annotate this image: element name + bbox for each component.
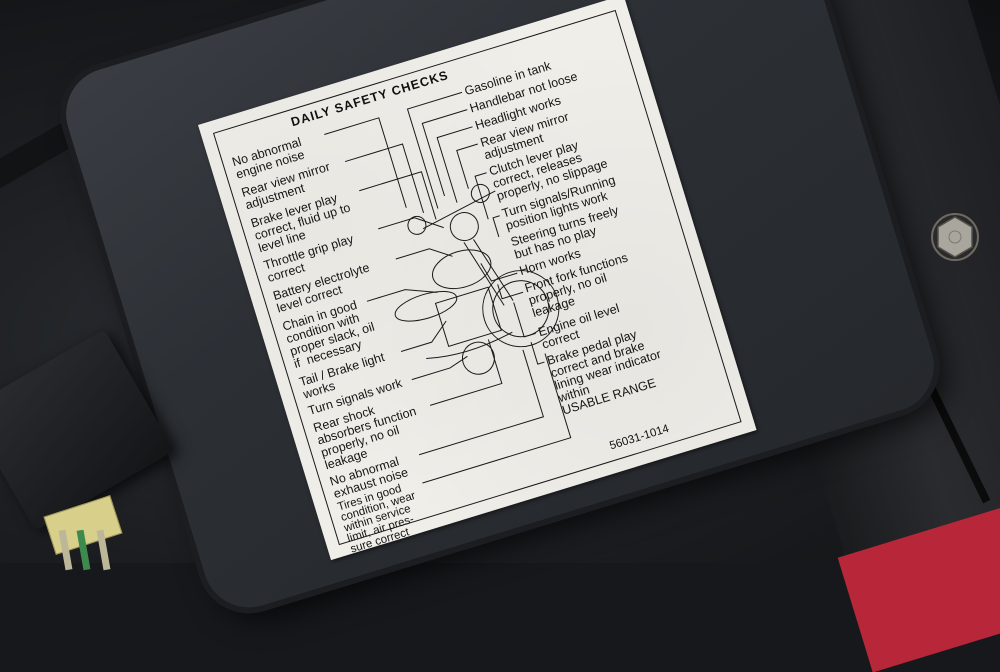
check-item-left: No abnormal exhaust noise <box>328 454 410 502</box>
check-item-right: Horn works <box>517 246 583 278</box>
check-item-right: Brake pedal play correct and brake linin… <box>545 327 663 418</box>
check-item-left: Turn signals work <box>306 375 404 418</box>
check-item-left: Rear view mirror adjustment <box>239 159 332 213</box>
check-item-right: Rear view mirror adjustment <box>478 109 571 163</box>
check-item-left: Throttle grip play correct <box>262 231 356 285</box>
safety-check-label: DAILY SAFETY CHECKS No abnormal engine n… <box>198 0 757 561</box>
check-item-right: Front fork functions properly, no oil le… <box>523 250 630 321</box>
check-item-right: Turn signals/Running position lights wor… <box>500 172 617 234</box>
part-number: 56031-1014 <box>608 422 671 453</box>
check-item-right: Clutch lever play correct, releases prop… <box>487 138 610 204</box>
check-item-left: Brake lever play correct, fluid up to le… <box>249 190 353 256</box>
check-item-left: Chain in good condition with proper slac… <box>280 297 377 372</box>
check-item-left: No abnormal engine noise <box>230 134 307 182</box>
hex-bolt-icon <box>931 213 979 261</box>
check-item-right: Headlight works <box>473 93 563 133</box>
check-item-left: Battery electrolyte level correct <box>271 260 372 316</box>
check-item-right: Steering turns freely but has no play <box>509 203 621 262</box>
check-item-left: Rear shock absorbers function properly, … <box>311 403 418 473</box>
check-item-right: Engine oil level correct <box>536 301 622 352</box>
check-item-right: Handlebar not loose <box>468 69 580 116</box>
check-item-left: Tail / Brake light works <box>297 350 387 402</box>
check-item-right: Gasoline in tank <box>462 58 553 99</box>
